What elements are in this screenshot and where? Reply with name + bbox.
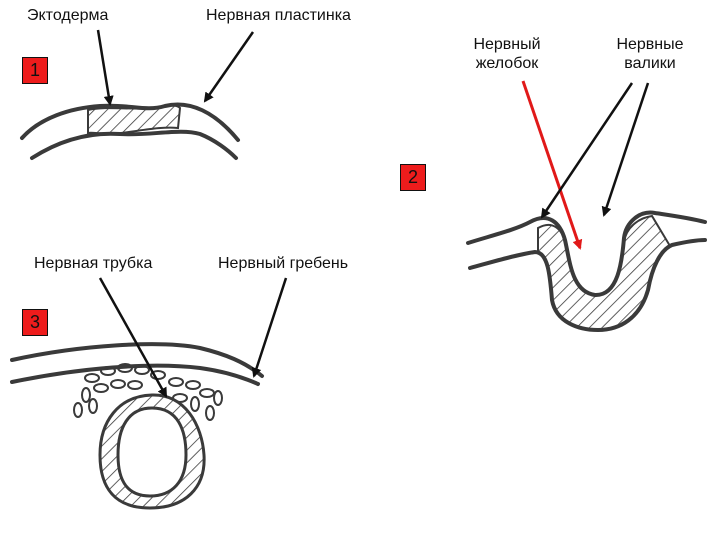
stage-3-drawing [12,344,262,508]
label-neural-tube: Нервная трубка [34,254,152,273]
ectoderm-inner-line [32,132,236,158]
stage-1-drawing [22,104,238,158]
groove-surface-upper [468,213,705,295]
arrow-neural-crest [254,278,286,376]
label-neural-groove-line2: желобок [462,54,552,73]
pointer-arrows [98,30,648,396]
arrow-neural-tube [100,278,166,396]
label-neural-plate: Нервная пластинка [206,6,351,25]
stage-badge-3: 3 [22,309,48,336]
neural-groove-wall [538,216,670,330]
arrow-neural-plate [205,32,253,101]
neural-tube-wall [100,395,204,508]
arrow-neural-fold-right [604,83,648,215]
label-ectoderm: Эктодерма [27,6,108,25]
label-neural-groove-line1: Нервный [462,35,552,54]
neural-crest-cells [74,364,222,420]
label-neural-folds-line2: валики [605,54,695,73]
neural-plate-thickening [88,105,180,134]
stage-badge-2: 2 [400,164,426,191]
arrow-ectoderm [98,30,110,104]
label-neural-folds: Нервные валики [605,35,695,73]
stage-badge-1: 1 [22,57,48,84]
stage-2-drawing [468,213,705,330]
label-neural-groove: Нервный желобок [462,35,552,73]
arrow-neural-fold-left [542,83,632,217]
label-neural-folds-line1: Нервные [605,35,695,54]
label-neural-crest: Нервный гребень [218,254,348,273]
